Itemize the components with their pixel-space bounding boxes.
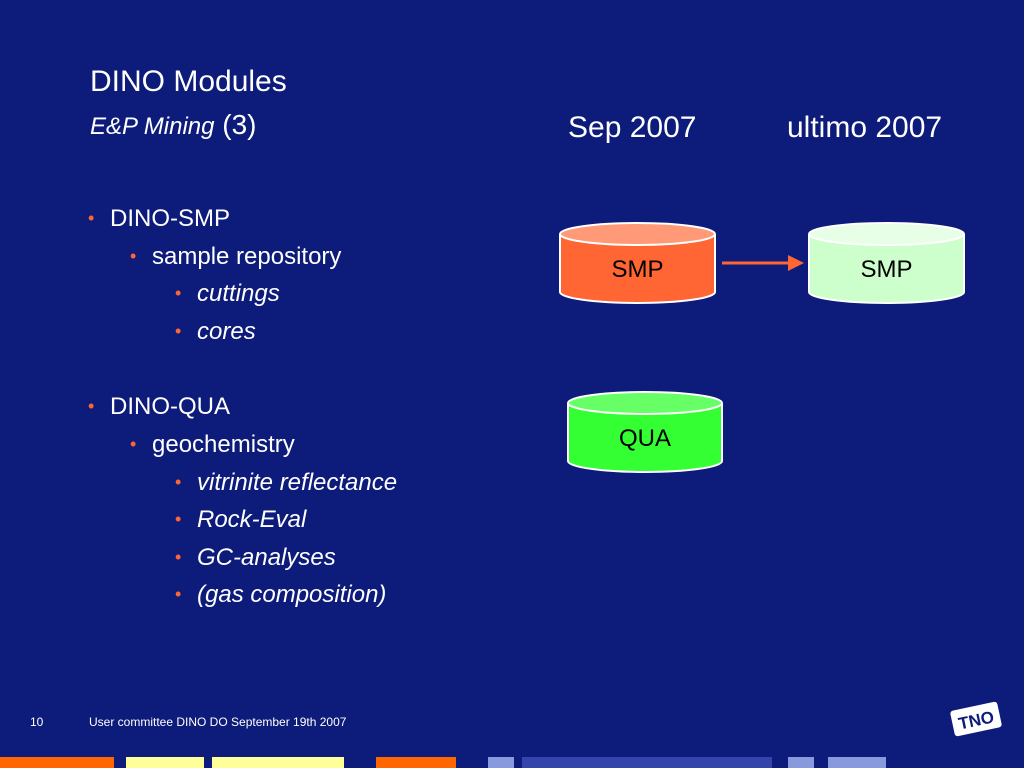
bullet-item-level-1: • DINO-SMP — [88, 200, 528, 238]
bullet-item-level-3: • (gas composition) — [88, 576, 528, 614]
bullet-text: DINO-SMP — [110, 205, 230, 232]
cylinder-qua-sep: QUA — [567, 391, 723, 473]
bullet-item-level-3: • vitrinite reflectance — [88, 464, 528, 502]
bullet-text: geochemistry — [152, 430, 295, 458]
column-header-sep-2007: Sep 2007 — [568, 111, 697, 144]
stripe-segment — [788, 757, 814, 768]
slide-subtitle: E&P Mining (3) — [90, 108, 257, 144]
bullet-text: DINO-QUA — [110, 393, 230, 421]
bullet-text: cuttings — [197, 280, 280, 308]
cylinder-label-smp-ultimo: SMP — [860, 256, 913, 283]
cylinder-label-qua: QUA — [618, 425, 671, 452]
bullet-item-level-3: • cuttings — [88, 275, 528, 313]
stripe-segment — [126, 757, 204, 768]
bullet-text: cores — [197, 317, 256, 345]
stripe-segment — [678, 757, 772, 768]
bullet-dot-icon: • — [88, 396, 95, 417]
bullet-spacer — [88, 350, 528, 388]
bullet-list: • DINO-SMP • sample repository • cuttings • cor… — [88, 200, 528, 614]
bullet-item-level-2: • sample repository — [88, 238, 528, 276]
stripe-segment — [376, 757, 456, 768]
bullet-item-level-3: • cores — [88, 313, 528, 351]
cylinder-smp-ultimo: SMP — [808, 222, 965, 304]
footer-text: User committee DINO DO September 19th 20… — [89, 715, 347, 729]
bullet-dot-icon: • — [175, 509, 182, 530]
bullet-dot-icon: • — [175, 471, 182, 492]
slide-title: DINO Modules — [90, 65, 287, 98]
column-header-ultimo-2007: ultimo 2007 — [787, 111, 943, 144]
cylinder-label-smp-sep: SMP — [611, 256, 664, 283]
bullet-text: Rock-Eval — [197, 506, 307, 534]
stripe-segment — [0, 757, 114, 768]
stripe-segment — [212, 757, 344, 768]
bullet-dot-icon: • — [130, 433, 137, 454]
bullet-dot-icon: • — [88, 208, 95, 228]
bullet-dot-icon: • — [175, 320, 182, 341]
bullet-dot-icon: • — [130, 245, 137, 266]
bullet-item-level-3: • GC-analyses — [88, 539, 528, 577]
tno-logo: TNO — [950, 701, 1002, 737]
stripe-segment — [522, 757, 772, 768]
bullet-text: vitrinite reflectance — [197, 468, 398, 496]
bullet-dot-icon: • — [175, 584, 182, 605]
arrow-icon — [722, 255, 804, 271]
stripe-segment — [828, 757, 886, 768]
subtitle-italic: E&P Mining — [90, 113, 215, 140]
bullet-text: GC-analyses — [197, 543, 336, 571]
subtitle-suffix: (3) — [222, 109, 257, 140]
bullet-item-level-2: • geochemistry — [88, 426, 528, 464]
cylinder-smp-sep: SMP — [559, 222, 716, 304]
bullet-dot-icon: • — [175, 283, 182, 304]
bullet-text: sample repository — [152, 242, 342, 270]
bullet-item-level-1: • DINO-QUA — [88, 388, 528, 426]
stripe-segment — [488, 757, 514, 768]
bullet-text: (gas composition) — [197, 581, 387, 609]
bullet-dot-icon: • — [175, 546, 182, 567]
bullet-item-level-3: • Rock-Eval — [88, 501, 528, 539]
page-number: 10 — [30, 715, 44, 729]
